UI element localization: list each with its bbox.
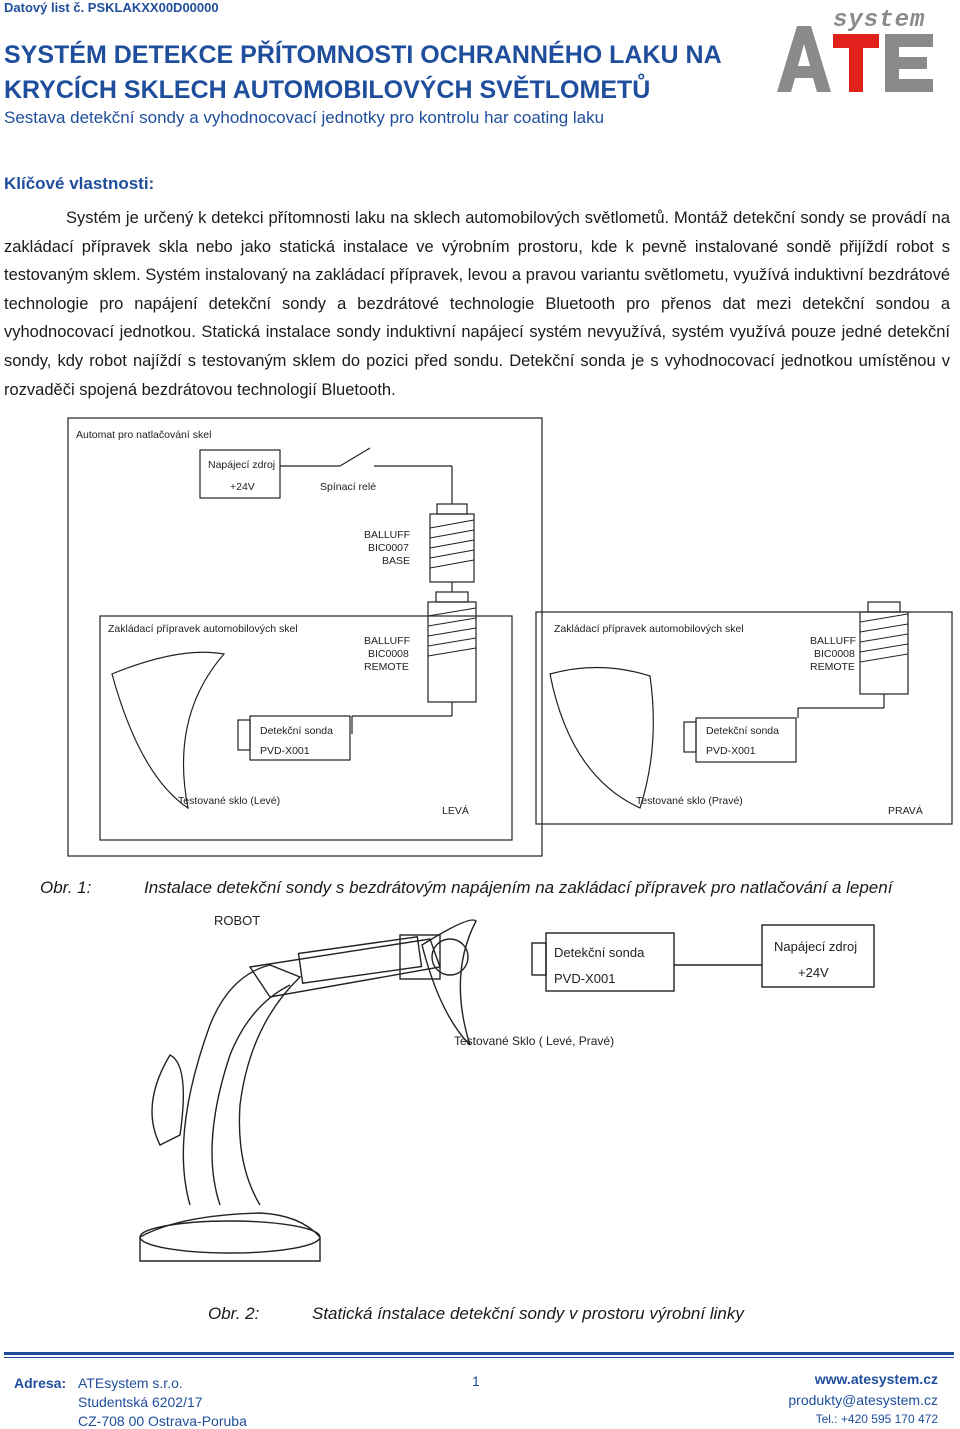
probe-label-right: Detekční sonda [706, 725, 779, 737]
atesystem-logo: system [777, 7, 933, 92]
fixture-label-left: Zakládací přípravek automobilových skel [108, 623, 298, 635]
figure-1-caption-number: Obr. 1: [40, 878, 92, 897]
fig2-psu-label: Napájecí zdroj [774, 939, 857, 954]
glass-right-label: Testované sklo (Pravé) [636, 795, 743, 807]
figure-2-caption: Statická ínstalace detekční sondy v pros… [312, 1304, 744, 1323]
remote-role-left: REMOTE [364, 661, 409, 673]
side-right-label: PRAVÁ [888, 804, 923, 817]
page-title: SYSTÉM DETEKCE PŘÍTOMNOSTI OCHRANNÉHO LA… [4, 38, 744, 108]
glass-left-label: Testované sklo (Levé) [178, 795, 280, 807]
svg-text:system: system [833, 7, 925, 34]
footer-rule-thin [4, 1357, 954, 1358]
figure-1-diagram: Automat pro natlačování skel Napájecí zd… [67, 417, 953, 857]
remote-model-left: BIC0008 [368, 648, 409, 660]
remote-brand-left: BALLUFF [364, 635, 410, 647]
fig2-probe-label: Detekční sonda [554, 945, 645, 960]
base-role: BASE [382, 555, 410, 567]
probe-model-left: PVD-X001 [260, 745, 310, 757]
footer-street: Studentská 6202/17 [78, 1394, 203, 1410]
robot-label: ROBOT [214, 913, 260, 928]
fig2-probe-model: PVD-X001 [554, 971, 615, 986]
base-model: BIC0007 [368, 542, 409, 554]
relay-label: Spínací relé [320, 481, 376, 493]
fixture-label-right: Zakládací přípravek automobilových skel [554, 623, 744, 635]
fig2-glass-label: Testované Sklo ( Levé, Pravé) [454, 1034, 614, 1048]
psu-voltage: +24V [230, 481, 255, 493]
footer-company: ATEsystem s.r.o. [78, 1375, 183, 1391]
datasheet-id: Datový list č. PSKLAKXX00D00000 [4, 0, 219, 15]
page-subtitle: Sestava detekční sondy a vyhodnocovací j… [4, 108, 605, 127]
base-brand: BALLUFF [364, 529, 410, 541]
probe-model-right: PVD-X001 [706, 745, 756, 757]
footer-city: CZ-708 00 Ostrava-Poruba [78, 1413, 247, 1429]
footer-web-link[interactable]: www.atesystem.cz [814, 1371, 938, 1387]
figure-2-diagram: ROBOT Detekční sonda PVD-X001 Napájecí z… [139, 913, 875, 1262]
remote-role-right: REMOTE [810, 661, 855, 673]
page-number: 1 [472, 1373, 480, 1389]
key-features-paragraph: Systém je určený k detekci přítomnosti l… [4, 209, 950, 399]
figure-1-caption: Instalace detekční sondy s bezdrátovým n… [144, 878, 893, 897]
title-line-1: SYSTÉM DETEKCE PŘÍTOMNOSTI OCHRANNÉHO LA… [4, 41, 722, 69]
fig2-psu-voltage: +24V [798, 965, 829, 980]
automat-label: Automat pro natlačování skel [76, 429, 211, 441]
remote-brand-right: BALLUFF [810, 635, 856, 647]
footer-rule [4, 1352, 954, 1355]
title-line-2: KRYCÍCH SKLECH AUTOMOBILOVÝCH SVĚTLOMETŮ [4, 76, 651, 104]
footer-email-link[interactable]: produkty@atesystem.cz [788, 1392, 938, 1408]
section-title: Klíčové vlastnosti: [4, 174, 155, 193]
footer-address-label: Adresa: [14, 1375, 67, 1391]
probe-label-left: Detekční sonda [260, 725, 333, 737]
side-left-label: LEVÁ [442, 804, 469, 817]
figure-2-caption-number: Obr. 2: [208, 1304, 260, 1323]
footer-phone: Tel.: +420 595 170 472 [815, 1412, 938, 1426]
remote-model-right: BIC0008 [814, 648, 855, 660]
psu-label: Napájecí zdroj [208, 459, 275, 471]
